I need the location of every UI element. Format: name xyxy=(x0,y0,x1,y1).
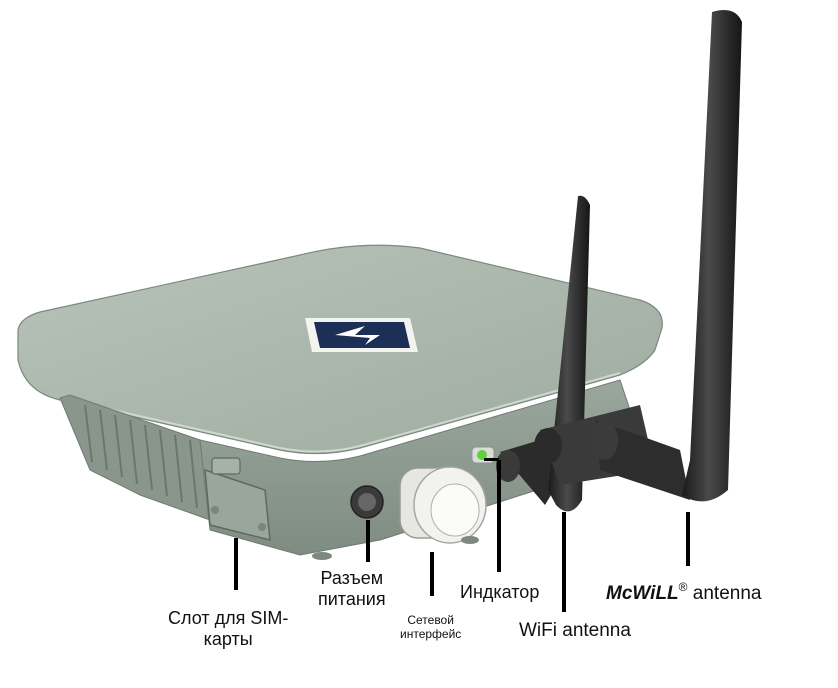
leader-indicator xyxy=(497,460,501,572)
leader-network xyxy=(430,552,434,596)
label-indicator: Индкатор xyxy=(460,582,540,602)
sim-slot-clip xyxy=(211,457,241,475)
network-gland xyxy=(399,466,487,544)
leader-indicator-top xyxy=(484,458,499,461)
label-power: Разъем питания xyxy=(318,568,386,609)
housing-top-bevel xyxy=(59,372,621,453)
label-power-line2: питания xyxy=(318,588,386,609)
mcwill-antenna xyxy=(590,9,742,502)
label-power-line1: Разъем xyxy=(320,568,384,588)
registered-mark: ® xyxy=(678,580,688,594)
heat-fins xyxy=(84,404,198,509)
leader-power xyxy=(366,520,370,562)
label-sim-slot: Слот для SIM- карты xyxy=(168,608,288,649)
logo-badge xyxy=(305,318,418,352)
leader-sim xyxy=(234,538,238,590)
label-network: Сетевой интерфейс xyxy=(400,613,462,642)
leader-mcwill xyxy=(686,512,690,566)
label-network-line1: Сетевой xyxy=(407,613,454,627)
mcwill-antenna-text: antenna xyxy=(687,583,762,604)
sim-slot-cover xyxy=(204,468,271,541)
mcwill-brand: McWiLL xyxy=(606,583,679,604)
label-sim-line1: Слот для SIM- xyxy=(168,608,289,628)
label-network-line2: интерфейс xyxy=(400,626,462,641)
label-mcwill-antenna: McWiLL® antenna xyxy=(606,580,762,605)
label-wifi-antenna: WiFi antenna xyxy=(519,620,631,641)
power-connector xyxy=(350,485,384,519)
leader-wifi xyxy=(562,512,566,612)
label-sim-line2: карты xyxy=(203,628,253,649)
